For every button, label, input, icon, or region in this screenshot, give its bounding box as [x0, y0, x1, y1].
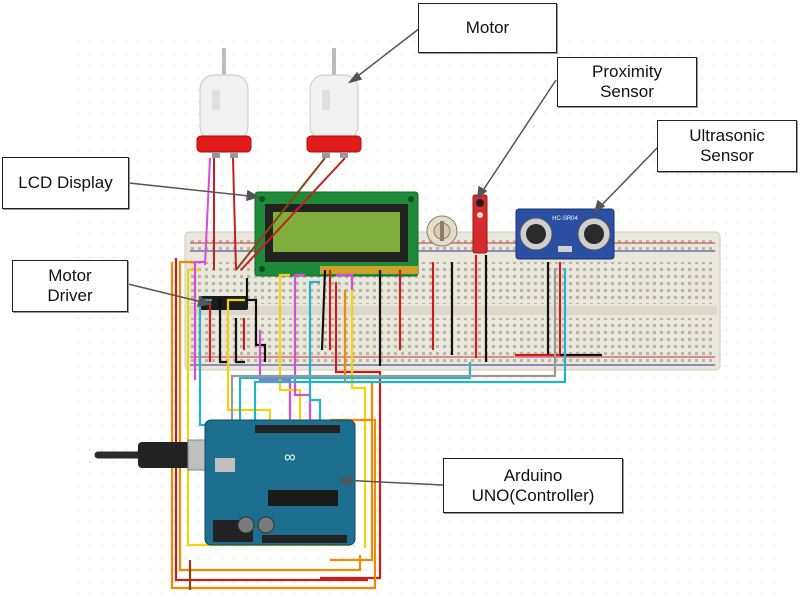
label-motor-text: Motor	[465, 18, 510, 38]
proximity-sensor	[472, 194, 488, 254]
label-ultrasonic-sensor: Ultrasonic Sensor	[657, 120, 797, 172]
label-motor-driver-line1: Motor	[48, 266, 92, 286]
label-lcd-text: LCD Display	[18, 173, 113, 193]
breadboard-wires	[208, 255, 602, 366]
label-ultrasonic-line1: Ultrasonic	[689, 126, 765, 146]
label-arduino-line2: UNO(Controller)	[471, 485, 595, 505]
arduino-logo: ∞	[284, 449, 295, 466]
ultrasonic-model-text: HC-SR04	[552, 216, 578, 222]
label-motor-driver: Motor Driver	[12, 260, 128, 312]
label-ultrasonic-line2: Sensor	[700, 146, 754, 165]
label-proximity-line2: Sensor	[600, 82, 654, 101]
motor-right	[306, 48, 362, 158]
potentiometer	[426, 215, 458, 247]
label-arduino-line1: Arduino	[503, 465, 563, 485]
label-lcd-display: LCD Display	[2, 157, 129, 209]
label-arduino: Arduino UNO(Controller)	[443, 458, 623, 513]
lcd-display	[254, 191, 419, 277]
motor-wires	[204, 157, 346, 271]
arduino-board: ∞	[204, 419, 356, 546]
label-proximity-sensor: Proximity Sensor	[557, 57, 697, 107]
callout-leaders	[127, 27, 661, 487]
ultrasonic-sensor: HC-SR04	[515, 208, 615, 260]
motor-left	[196, 48, 252, 158]
label-motor-driver-line2: Driver	[47, 286, 93, 305]
label-motor: Motor	[418, 3, 557, 53]
label-proximity-line1: Proximity	[592, 62, 662, 82]
usb-cable	[94, 439, 213, 471]
